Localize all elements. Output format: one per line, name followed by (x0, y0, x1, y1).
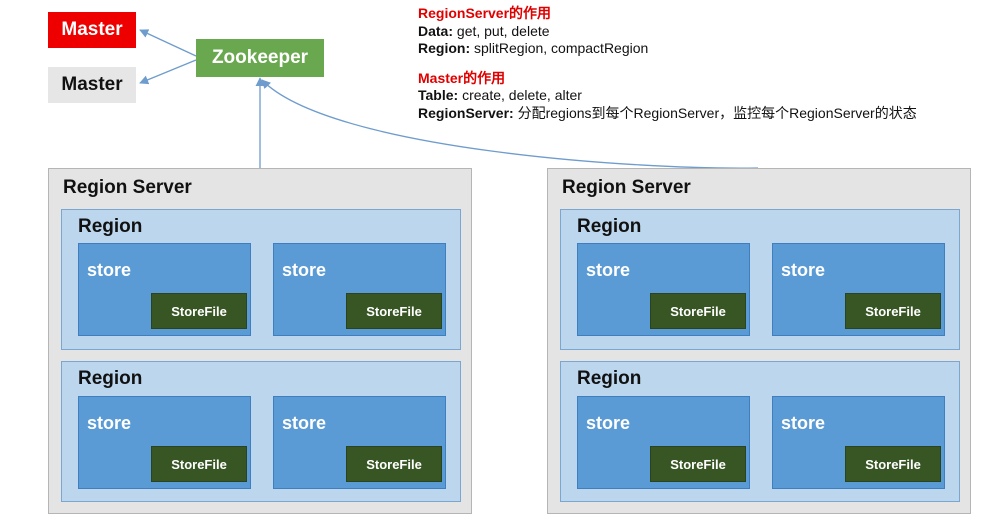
master-active-label: Master (61, 19, 123, 40)
notes-value: get, put, delete (456, 22, 550, 39)
store-label: store (282, 413, 327, 433)
region-title: Region (577, 368, 642, 389)
store-label: store (87, 260, 132, 280)
storefile-box: StoreFile (346, 446, 442, 482)
store-label: store (781, 260, 826, 280)
store-box: store StoreFile (273, 396, 446, 489)
arrow-zookeeper-to-master-active (139, 29, 197, 57)
store-label: store (586, 413, 631, 433)
zookeeper-box: Zookeeper (196, 39, 324, 77)
store-box: store StoreFile (78, 243, 251, 336)
notes-key: RegionServer: (418, 104, 514, 121)
store-box: store StoreFile (273, 243, 446, 336)
region-box: Region store StoreFile store StoreFile (61, 209, 461, 350)
arrow-server2-to-zookeeper (261, 79, 759, 169)
master-standby-label: Master (61, 74, 123, 95)
storefile-box: StoreFile (151, 446, 247, 482)
notes-value: splitRegion, compactRegion (474, 40, 649, 56)
store-label: store (781, 413, 826, 433)
region-title: Region (577, 216, 642, 237)
storefile-box: StoreFile (151, 293, 247, 329)
zookeeper-label: Zookeeper (211, 47, 309, 68)
store-box: store StoreFile (772, 396, 945, 489)
region-box: Region store StoreFile store StoreFile (560, 209, 960, 350)
master-active-box: Master (48, 12, 136, 48)
storefile-box: StoreFile (845, 293, 941, 329)
storefile-box: StoreFile (650, 446, 746, 482)
store-label: store (282, 260, 327, 280)
notes-value: create, delete, alter (462, 87, 582, 103)
notes-line: Data: get, put, delete (418, 23, 1003, 41)
notes-value: 分配regions到每个RegionServer，监控每个RegionServe… (517, 104, 917, 121)
region-title: Region (78, 368, 143, 389)
store-box: store StoreFile (577, 396, 750, 489)
region-server-title: Region Server (562, 177, 691, 198)
notes-key: Data: (418, 22, 454, 39)
master-notes-heading: Master的作用 (418, 69, 506, 86)
regionserver-notes-heading: RegionServer的作用 (418, 5, 552, 21)
notes-line: Table: create, delete, alter (418, 87, 1003, 105)
store-box: store StoreFile (78, 396, 251, 489)
master-standby-box: Master (48, 67, 136, 103)
store-label: store (87, 413, 132, 433)
store-box: store StoreFile (772, 243, 945, 336)
region-server-1: Region Server Region store StoreFile sto… (48, 168, 472, 514)
region-title: Region (78, 216, 143, 237)
region-server-title: Region Server (63, 177, 192, 198)
region-server-2: Region Server Region store StoreFile sto… (547, 168, 971, 514)
notes-key: Table: (418, 87, 459, 103)
region-box: Region store StoreFile store StoreFile (61, 361, 461, 502)
arrow-zookeeper-to-master-standby (139, 59, 197, 85)
role-notes: RegionServer的作用 Data: get, put, delete R… (418, 5, 1003, 122)
storefile-box: StoreFile (845, 446, 941, 482)
notes-key: Region: (418, 40, 471, 56)
notes-line: Region: splitRegion, compactRegion (418, 40, 1003, 58)
notes-line: RegionServer: 分配regions到每个RegionServer，监… (418, 105, 1003, 123)
store-label: store (586, 260, 631, 280)
storefile-box: StoreFile (650, 293, 746, 329)
region-box: Region store StoreFile store StoreFile (560, 361, 960, 502)
store-box: store StoreFile (577, 243, 750, 336)
storefile-box: StoreFile (346, 293, 442, 329)
